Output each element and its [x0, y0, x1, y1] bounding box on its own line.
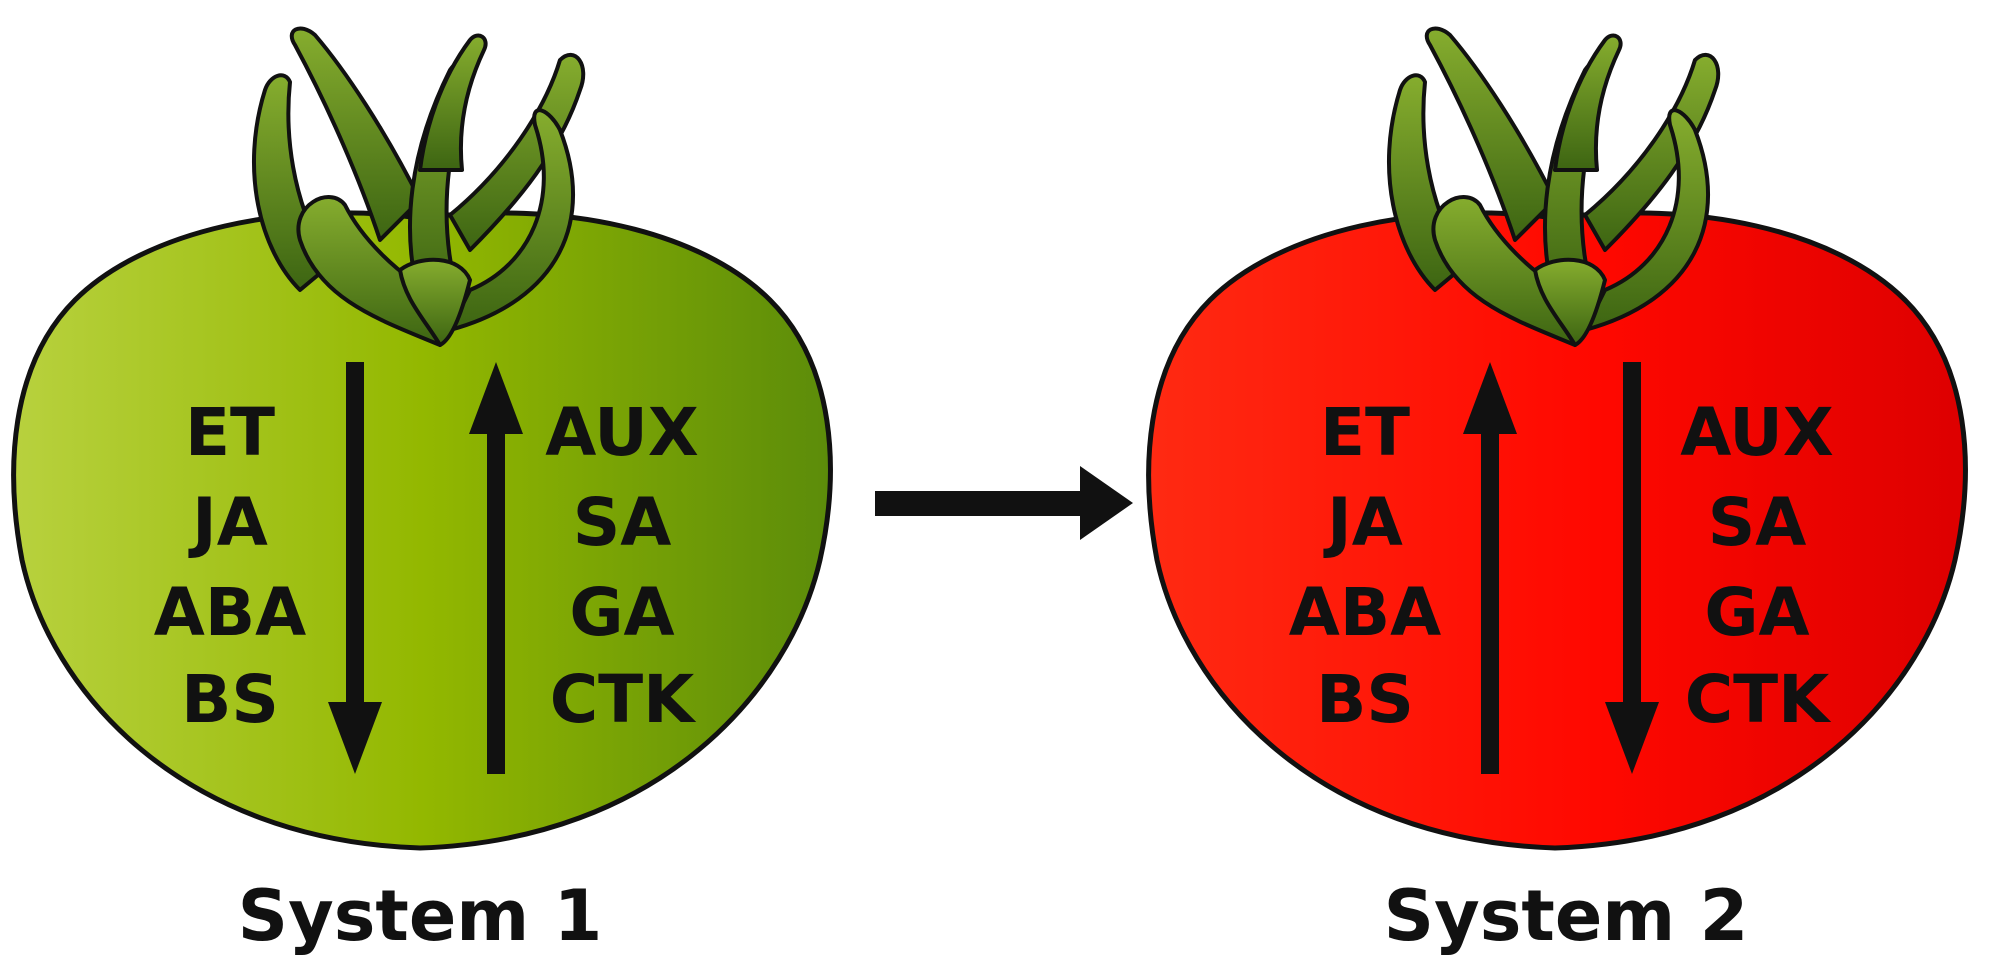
hormone-label: JA: [1323, 484, 1403, 561]
system1-left-hormones: ET JA ABA BS: [154, 394, 306, 738]
system2-right-hormones: AUX SA GA CTK: [1680, 394, 1834, 738]
hormone-label: CTK: [1685, 661, 1832, 738]
hormone-label: SA: [573, 484, 672, 561]
hormone-label: SA: [1708, 484, 1807, 561]
red-tomato-body: [1146, 210, 1968, 851]
system1-label: System 1: [238, 875, 603, 957]
hormone-label: CTK: [550, 661, 697, 738]
hormone-label: ABA: [154, 574, 306, 651]
red-tomato: [1146, 26, 1968, 851]
green-tomato-body: [11, 210, 833, 851]
hormone-label: ET: [1320, 394, 1410, 471]
hormone-label: BS: [181, 661, 279, 738]
system1-right-hormones: AUX SA GA CTK: [545, 394, 699, 738]
hormone-label: ET: [185, 394, 275, 471]
hormone-label: GA: [1704, 574, 1809, 651]
right-arrow-icon: [875, 466, 1133, 540]
hormone-label: AUX: [545, 394, 699, 471]
system2-left-hormones: ET JA ABA BS: [1289, 394, 1441, 738]
hormone-label: BS: [1316, 661, 1414, 738]
hormone-label: AUX: [1680, 394, 1834, 471]
hormone-label: JA: [188, 484, 268, 561]
green-tomato: [11, 26, 833, 851]
system2-label: System 2: [1384, 875, 1749, 957]
hormone-label: GA: [569, 574, 674, 651]
hormone-label: ABA: [1289, 574, 1441, 651]
